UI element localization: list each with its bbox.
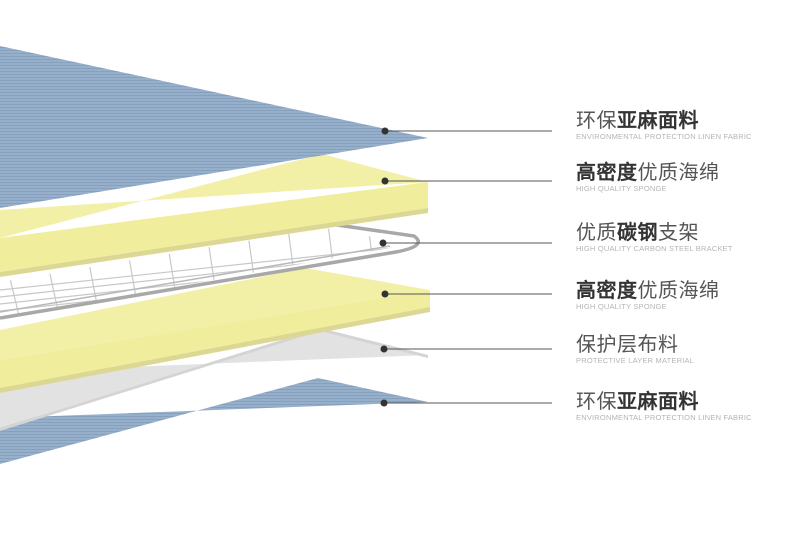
- leader-dot: [379, 239, 387, 247]
- layer-subtitle: ENVIRONMENTAL PROTECTION LINEN FABRIC: [576, 132, 752, 141]
- leader-dot: [381, 290, 389, 298]
- upper-sponge-top: [0, 154, 428, 238]
- layer-title-plain: 优质: [576, 220, 617, 244]
- layer-subtitle: HIGH QUALITY CARBON STEEL BRACKET: [576, 244, 733, 253]
- layer-title-plain: 保护层布料: [576, 332, 679, 356]
- lower-sponge-front: [0, 290, 430, 388]
- leader-dot: [380, 345, 388, 353]
- leader-dot: [381, 177, 389, 185]
- upper-sponge-front: [0, 182, 428, 272]
- layer-title-plain: 环保: [576, 389, 617, 413]
- leader-dot: [380, 399, 388, 407]
- layer-title-bold: 高密度: [576, 160, 638, 184]
- carbon-steel-frame: [0, 222, 420, 320]
- layer-title: 环保亚麻面料: [576, 389, 786, 413]
- layer-title: 保护层布料: [576, 332, 786, 356]
- layer-title-bold: 亚麻面料: [617, 389, 699, 413]
- layer-subtitle: HIGH QUALITY SPONGE: [576, 302, 667, 311]
- layer-title-bold: 高密度: [576, 278, 638, 302]
- layer-title-plain: 环保: [576, 108, 617, 132]
- leader-dot: [381, 127, 389, 135]
- layer-title: 高密度优质海绵: [576, 278, 786, 302]
- bottom-linen-fabric-layer: [0, 378, 428, 464]
- layer-title-plain: 支架: [658, 220, 699, 244]
- layer-title: 环保亚麻面料: [576, 108, 786, 132]
- carbon-steel-frame-inner: [0, 245, 391, 313]
- layer-subtitle: HIGH QUALITY SPONGE: [576, 184, 667, 193]
- upper-sponge-side: [0, 208, 428, 277]
- lower-sponge-top: [0, 268, 430, 360]
- layer-title: 优质碳钢支架: [576, 220, 786, 244]
- lower-sponge-side: [0, 307, 430, 393]
- layer-title-plain: 优质海绵: [637, 278, 720, 302]
- top-linen-fabric-layer: [0, 46, 428, 208]
- layer-subtitle: ENVIRONMENTAL PROTECTION LINEN FABRIC: [576, 413, 752, 422]
- layer-title-bold: 亚麻面料: [617, 108, 699, 132]
- protective-layer-material: [0, 328, 428, 428]
- layer-title-bold: 碳钢: [617, 220, 658, 244]
- layer-title-plain: 优质海绵: [637, 160, 720, 184]
- layer-title: 高密度优质海绵: [576, 160, 786, 184]
- layer-subtitle: PROTECTIVE LAYER MATERIAL: [576, 356, 695, 365]
